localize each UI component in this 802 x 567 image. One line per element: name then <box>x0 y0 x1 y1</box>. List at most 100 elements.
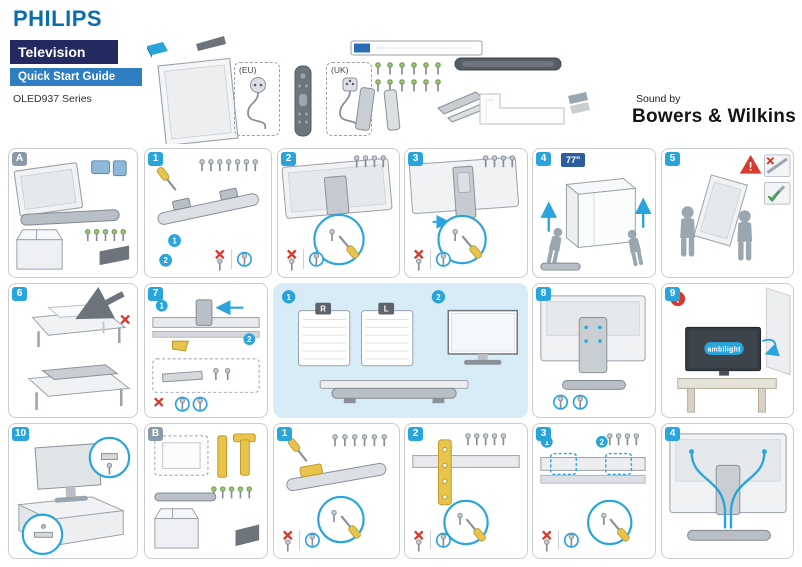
product-title-bar: Television <box>10 40 118 64</box>
small-spacer-parts <box>568 92 590 114</box>
wall-step3-illustration: 1 2 <box>540 432 646 558</box>
step-badge-3: 3 <box>408 152 423 166</box>
guide-title-bar: Quick Start Guide <box>10 68 142 86</box>
yellow-wall-brackets <box>217 433 256 478</box>
soundbar-icon <box>454 57 562 71</box>
svg-text:R: R <box>320 305 326 314</box>
ok-screw-icon <box>574 395 587 408</box>
panel-wall-step2-spacer: 2 <box>404 423 528 559</box>
screws-strip <box>198 158 259 173</box>
panel-step3-attach-column: 3 <box>404 148 528 278</box>
tv-on-stand <box>34 443 102 503</box>
yellow-spacer <box>437 439 452 506</box>
do-thumb <box>763 181 791 205</box>
svg-text:1: 1 <box>172 237 177 246</box>
tv-back <box>408 156 519 219</box>
ok-screw-icon <box>176 397 189 410</box>
substep-1-marker: 1 <box>281 290 296 304</box>
step5-illustration: ! <box>680 154 791 261</box>
step-badge-b: B <box>148 427 163 441</box>
substep-1-marker: 1 <box>155 299 168 312</box>
box-contents: (EU) (UK) <box>138 34 624 144</box>
eu-label: (EU) <box>239 65 257 75</box>
panel-step2-attach-neck: 2 <box>277 148 400 278</box>
dont-do-icons <box>288 249 323 270</box>
step7-illustration: 1 2 <box>152 299 260 417</box>
magnifier-icon <box>21 513 64 556</box>
speaker-right: R <box>298 302 351 367</box>
magnifier-icon <box>313 213 365 266</box>
wall-step-badge-4: 4 <box>665 427 680 441</box>
panel-b-wallmount-kit: B <box>144 423 268 559</box>
svg-text:1: 1 <box>160 302 165 311</box>
step-badge-1: 1 <box>148 152 163 166</box>
screws-strip <box>84 228 127 242</box>
tv-size-tag: 77" <box>561 153 586 167</box>
remote-icon <box>294 65 312 137</box>
wall-step2-illustration <box>412 432 520 558</box>
assembled-front <box>319 380 469 404</box>
tv-with-ambilight: ambilight <box>685 326 761 372</box>
glow-arrow <box>762 338 780 357</box>
step9-illustration: ! ambilight <box>670 287 791 413</box>
magnifier-icon <box>587 499 633 546</box>
wallmount-kit-illustration <box>153 433 260 549</box>
dont-do-icons <box>415 530 450 551</box>
box-icon <box>16 229 64 270</box>
unpack-icon <box>147 42 168 58</box>
person-icon <box>545 226 565 265</box>
tv-front <box>447 309 518 365</box>
svg-text:L: L <box>384 305 389 314</box>
wall-step1-illustration <box>274 433 388 558</box>
substep-2-marker: 2 <box>431 290 446 304</box>
bowers-wilkins-logo: Bowers & Wilkins <box>632 106 797 127</box>
ambilight-logo: ambilight <box>707 346 741 353</box>
step-badge-8: 8 <box>536 287 551 301</box>
panel-a-unboxing: A <box>8 148 138 278</box>
dont-do-icons <box>415 249 450 270</box>
svg-text:2: 2 <box>247 335 252 344</box>
substep-2-marker: 2 <box>595 435 608 448</box>
panel-step4-lift-box: 4 77" <box>532 148 656 278</box>
eu-power-cord-icon <box>247 77 267 130</box>
step-badge-5: 5 <box>665 152 680 166</box>
panel-wall-step3-rail: 3 1 2 <box>532 423 656 559</box>
panel-step6-lay-on-table: 6 <box>8 283 138 418</box>
foot-detail <box>161 367 231 383</box>
panel-step10-place-on-cabinet: 10 <box>8 423 138 559</box>
svg-text:2: 2 <box>163 256 168 265</box>
dont-do-icons <box>216 249 251 270</box>
step10-illustration <box>17 436 131 556</box>
wall-step4-illustration <box>669 433 787 541</box>
unboxing-illustration <box>13 160 130 270</box>
cable-left <box>690 451 727 511</box>
svg-text:!: ! <box>749 160 753 174</box>
magnifier-icon <box>88 436 131 479</box>
step-badge-4: 4 <box>536 152 551 166</box>
wall-step-badge-3: 3 <box>536 427 551 441</box>
sound-by-label: Sound by <box>636 93 681 105</box>
cross-icon <box>120 314 131 325</box>
tv-panel-sketch <box>157 57 239 144</box>
substep-1-marker: 1 <box>168 234 181 247</box>
warning-triangle-icon: ! <box>739 154 762 174</box>
substep-2-marker: 2 <box>243 333 256 346</box>
stand-neck-parts <box>355 87 401 131</box>
philips-logo: PHILIPS <box>13 6 103 31</box>
panel-wall-step4-cables: 4 <box>661 423 794 559</box>
step3-illustration <box>408 154 519 277</box>
soundbar-with-yellow-bracket <box>286 462 387 492</box>
screws-strip <box>464 432 507 447</box>
tv-back <box>281 158 393 219</box>
foam-wedge-icon <box>196 36 226 51</box>
panel-step7-slide-stand: 7 1 2 <box>144 283 268 418</box>
panel-step8-secure-column: 8 <box>532 283 656 418</box>
table <box>677 378 777 413</box>
magnifier-icon <box>317 495 365 544</box>
speaker-left: L <box>361 302 414 367</box>
screws-strip <box>210 485 253 500</box>
step-badge-2: 2 <box>281 152 296 166</box>
step8-illustration <box>540 295 646 417</box>
dont-do-icons <box>284 530 319 551</box>
ok-screw-icon <box>554 395 567 408</box>
